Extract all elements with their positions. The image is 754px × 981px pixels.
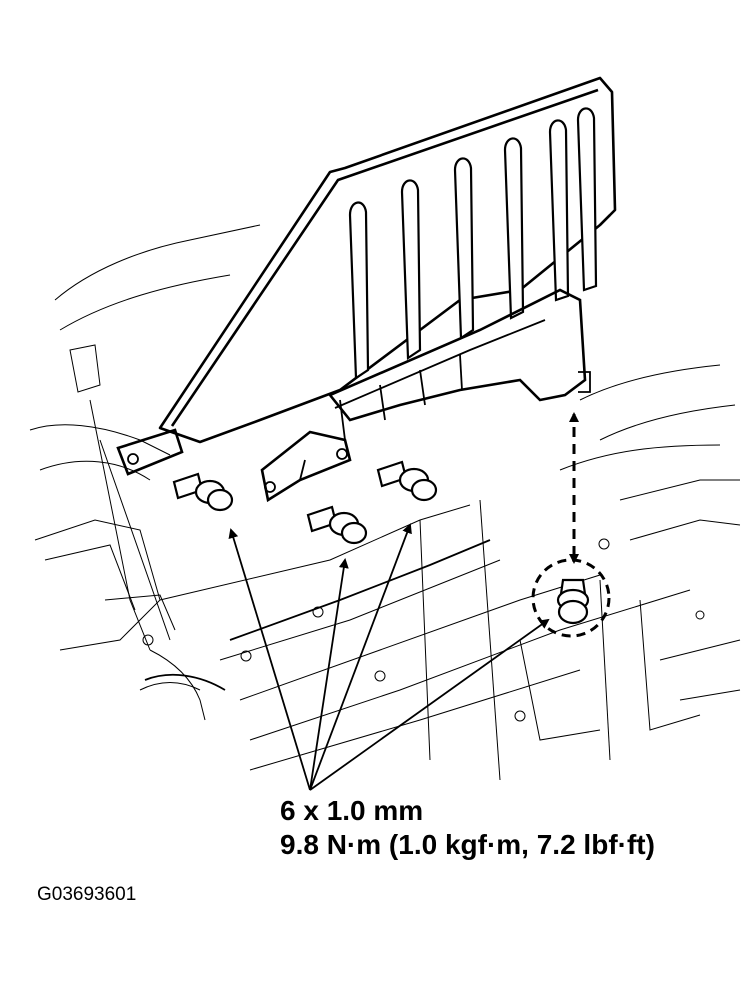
leader-arrow-bolt-1 bbox=[228, 528, 311, 791]
flange-bolt-3 bbox=[376, 460, 438, 502]
engine-background-lineart bbox=[29, 224, 741, 781]
flange-bolt-1 bbox=[172, 472, 234, 512]
torque-spec-label: 9.8 N·m (1.0 kgf·m, 7.2 lbf·ft) bbox=[280, 829, 655, 860]
clip-bolt bbox=[556, 578, 590, 625]
leader-arrow-bolt-3 bbox=[309, 523, 412, 791]
mounting-brackets bbox=[116, 428, 352, 503]
flange-bolt-2 bbox=[306, 505, 368, 545]
dashed-circle-clip bbox=[531, 558, 611, 638]
heat-shield bbox=[158, 76, 617, 444]
leader-arrows bbox=[228, 523, 550, 791]
bolt-size-label: 6 x 1.0 mm bbox=[280, 795, 424, 826]
leader-arrow-bolt-2 bbox=[309, 558, 349, 791]
figure-code: G03693601 bbox=[37, 884, 137, 905]
leader-arrow-clip bbox=[309, 618, 550, 791]
